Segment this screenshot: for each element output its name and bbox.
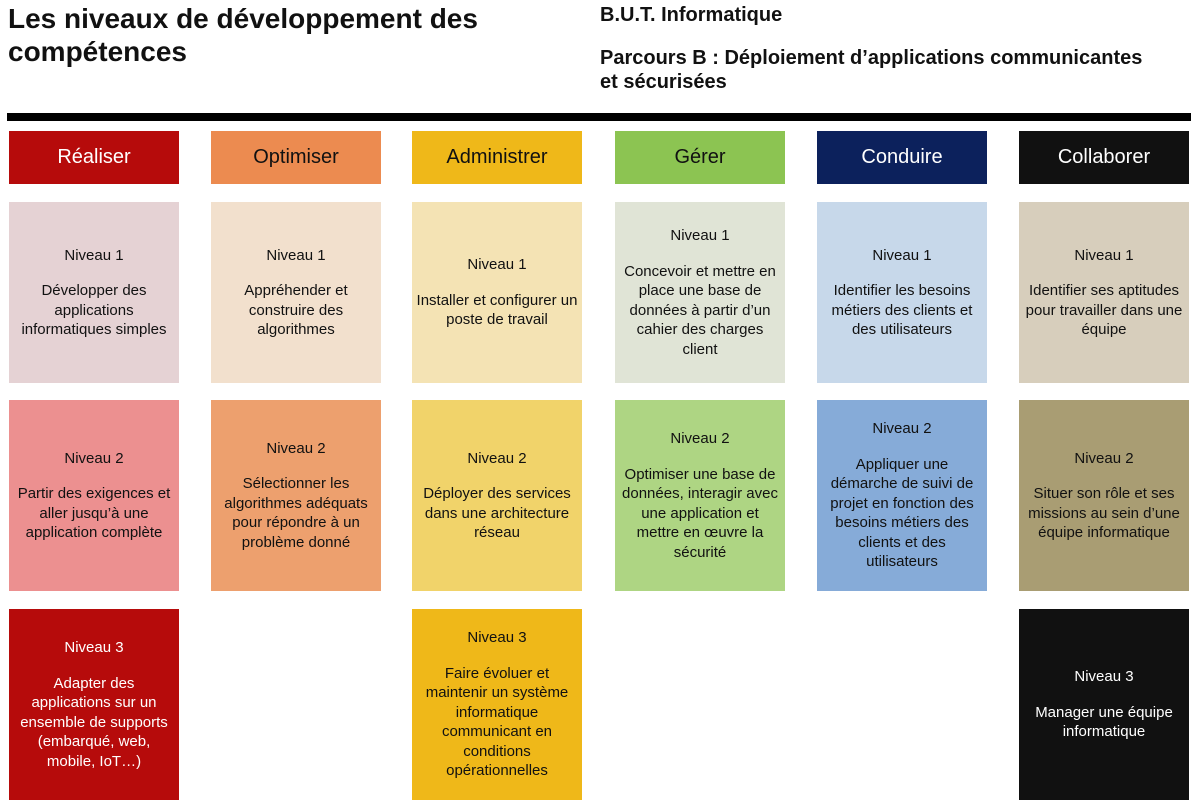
level-description: Développer des applications informatique… bbox=[21, 282, 167, 338]
level-description: Concevoir et mettre en place une base de… bbox=[624, 262, 776, 358]
level-description: Partir des exigences et aller jusqu’à un… bbox=[17, 485, 171, 541]
level-card: Niveau 2 Sélectionner les algorithmes adé… bbox=[211, 400, 381, 591]
competence-header-administrer: Administrer bbox=[412, 131, 582, 184]
level-card: Niveau 2 Optimiser une base de données, i… bbox=[615, 400, 785, 591]
competence-header-conduire: Conduire bbox=[817, 131, 987, 184]
level-label: Niveau 2 bbox=[670, 430, 730, 447]
level-description: Faire évoluer et maintenir un système in… bbox=[425, 664, 569, 780]
level-description: Identifier ses aptitudes pour travailler… bbox=[1025, 282, 1183, 338]
competence-header-collaborer: Collaborer bbox=[1019, 131, 1189, 184]
competence-label: Optimiser bbox=[253, 146, 339, 168]
level-label: Niveau 1 bbox=[64, 246, 124, 264]
level-label: Niveau 2 bbox=[64, 449, 124, 467]
program-name: B.U.T. Informatique bbox=[600, 4, 783, 26]
level-card: Niveau 1 Concevoir et mettre en place une… bbox=[615, 202, 785, 383]
level-label: Niveau 1 bbox=[266, 246, 326, 264]
level-description: Appliquer une démarche de suivi de proje… bbox=[830, 455, 974, 571]
competence-label: Conduire bbox=[861, 146, 943, 168]
level-label: Niveau 1 bbox=[670, 227, 730, 244]
level-description: Sélectionner les algorithmes adéquats po… bbox=[224, 475, 368, 551]
level-label: Niveau 2 bbox=[872, 420, 932, 438]
competence-header-gerer: Gérer bbox=[615, 131, 785, 184]
level-card: Niveau 1 Identifier ses aptitudes pour tr… bbox=[1019, 202, 1189, 383]
level-description: Appréhender et construire des algorithme… bbox=[244, 282, 348, 338]
level-card: Niveau 2 Déployer des services dans une a… bbox=[412, 400, 582, 591]
competence-label: Gérer bbox=[674, 146, 726, 168]
level-label: Niveau 2 bbox=[467, 449, 527, 467]
level-label: Niveau 3 bbox=[1074, 668, 1134, 686]
level-card: Niveau 1 Développer des applications info… bbox=[9, 202, 179, 383]
competence-label: Administrer bbox=[446, 146, 548, 168]
level-card: Niveau 1 Appréhender et construire des al… bbox=[211, 202, 381, 383]
page-title: Les niveaux de développement des compéte… bbox=[8, 3, 478, 67]
level-card: Niveau 3 Adapter des applications sur un … bbox=[9, 609, 179, 800]
header-divider bbox=[7, 113, 1191, 121]
level-description: Adapter des applications sur un ensemble… bbox=[20, 674, 168, 770]
level-label: Niveau 2 bbox=[1074, 449, 1134, 467]
level-label: Niveau 3 bbox=[64, 639, 124, 656]
level-card: Niveau 2 Appliquer une démarche de suivi … bbox=[817, 400, 987, 591]
level-label: Niveau 1 bbox=[467, 256, 527, 274]
level-card: Niveau 3 Manager une équipe informatique bbox=[1019, 609, 1189, 800]
competence-header-realiser: Réaliser bbox=[9, 131, 179, 184]
level-label: Niveau 1 bbox=[1074, 246, 1134, 264]
level-card: Niveau 1 Installer et configurer un poste… bbox=[412, 202, 582, 383]
level-label: Niveau 1 bbox=[872, 246, 932, 264]
level-description: Installer et configurer un poste de trav… bbox=[416, 291, 578, 329]
level-description: Situer son rôle et ses missions au sein … bbox=[1028, 485, 1180, 541]
level-label: Niveau 3 bbox=[467, 629, 527, 647]
level-card: Niveau 1 Identifier les besoins métiers d… bbox=[817, 202, 987, 383]
parcours-title: Parcours B : Déploiement d’applications … bbox=[600, 47, 1143, 93]
competence-label: Collaborer bbox=[1057, 146, 1151, 168]
level-description: Manager une équipe informatique bbox=[1035, 703, 1173, 741]
level-card: Niveau 2 Partir des exigences et aller ju… bbox=[9, 400, 179, 591]
competence-header-optimiser: Optimiser bbox=[211, 131, 381, 184]
level-card: Niveau 3 Faire évoluer et maintenir un sy… bbox=[412, 609, 582, 800]
level-description: Optimiser une base de données, interagir… bbox=[622, 465, 778, 561]
level-description: Identifier les besoins métiers des clien… bbox=[831, 282, 973, 338]
level-description: Déployer des services dans une architect… bbox=[423, 485, 571, 541]
competence-label: Réaliser bbox=[57, 146, 131, 168]
level-label: Niveau 2 bbox=[266, 439, 326, 457]
level-card: Niveau 2 Situer son rôle et ses missions … bbox=[1019, 400, 1189, 591]
